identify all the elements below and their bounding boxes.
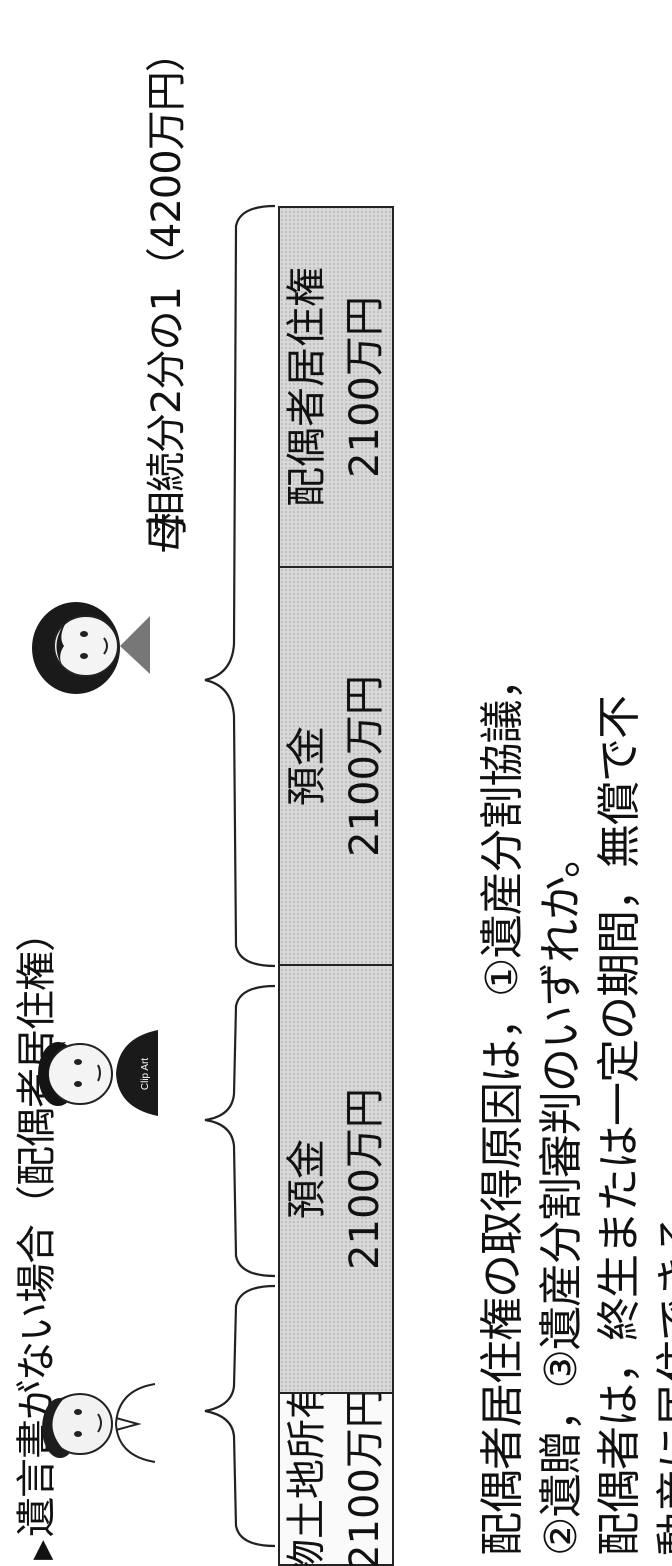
mother-avatar (20, 574, 160, 704)
explanation-notes: 配偶者居住権の取得原因は，①遺産分割協議， ②遺贈，③遺産分割審判のいずれか。 … (474, 0, 672, 1556)
note-line: 動産に居住できる。 (652, 1169, 672, 1556)
shirt-logo-text: Clip Art (140, 1058, 151, 1090)
note-line: 配偶者居住権の取得原因は，①遺産分割協議， (477, 657, 528, 1556)
asset-box-residence-right: 配偶者居住権 2100万円 (278, 206, 394, 568)
son-illustration-icon (42, 1383, 156, 1463)
mother-bracket (204, 204, 276, 968)
asset-box-deposit-son: 預金 2100万円 (278, 964, 394, 1394)
mother-share-label: 相続分2分の1（4200万円） (144, 33, 190, 531)
asset-name: 預金 (284, 726, 330, 806)
eldest-son-avatar (20, 1346, 160, 1476)
second-son-avatar: Clip Art (20, 996, 160, 1126)
asset-box-ownership: 建物土地所有権 2100万円 (278, 1339, 394, 1566)
note-line: ②遺贈，③遺産分割審判のいずれか。 (535, 834, 587, 1556)
asset-value: 2100万円 (342, 1388, 388, 1566)
second-son-bracket (204, 984, 276, 1278)
asset-name: 預金 (284, 1139, 330, 1219)
asset-value: 2100万円 (342, 1088, 388, 1270)
son-clipart-illustration-icon: Clip Art (38, 1030, 158, 1116)
asset-value: 2100万円 (342, 296, 388, 478)
asset-value: 2100万円 (342, 675, 388, 857)
note-line: 配偶者は，終生または一定の期間，無償で不 (594, 696, 646, 1556)
eldest-son-bracket (204, 1284, 276, 1548)
mother-illustration-icon (32, 602, 150, 694)
asset-box-deposit-mother: 預金 2100万円 (278, 566, 394, 966)
asset-name: 配偶者居住権 (284, 267, 330, 507)
